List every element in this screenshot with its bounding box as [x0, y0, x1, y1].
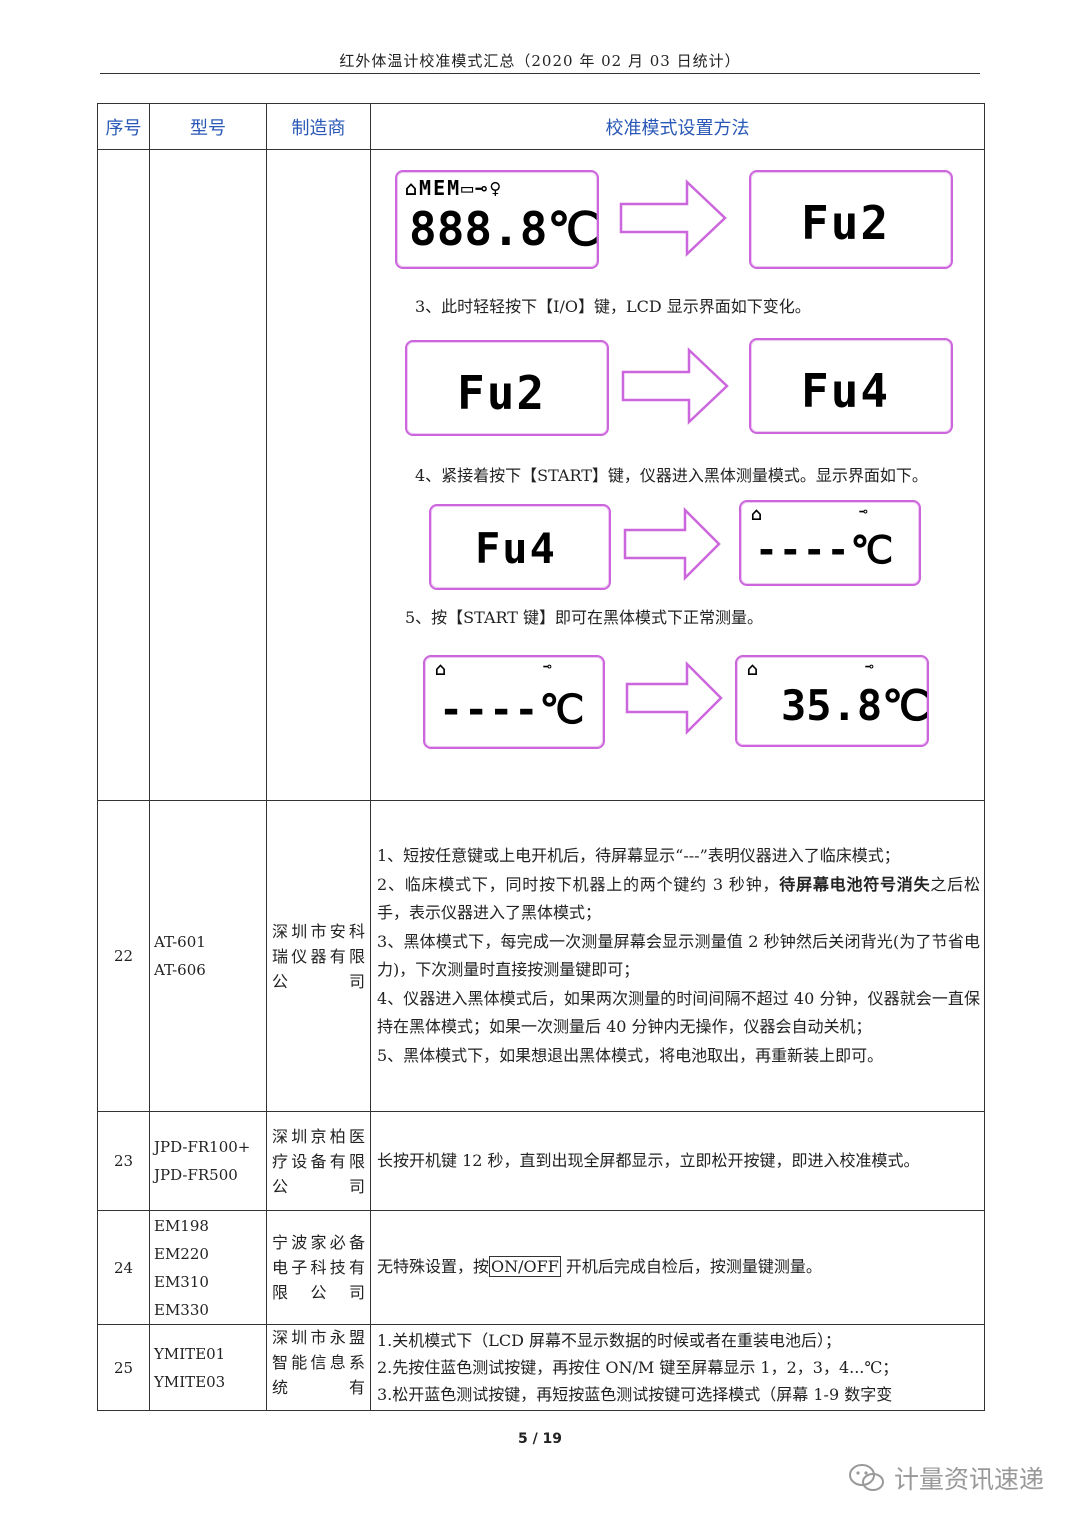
method-line: 4、仪器进入黑体模式后，如果两次测量的时间间隔不超过 40 分钟，仪器就会一直保… — [377, 988, 980, 1037]
method-line: 1、短按任意键或上电开机后，待屏幕显示“---”表明仪器进入了临床模式； — [377, 846, 900, 865]
model-name: AT-601 — [154, 933, 206, 951]
lcd-readout: Fu2 — [457, 366, 547, 420]
home-icon: ⌂ — [751, 504, 764, 525]
cell-model: AT-601 AT-606 — [149, 800, 267, 1112]
lcd-readout: Fu4 — [475, 524, 557, 573]
lcd-panel-fu4: Fu4 — [429, 504, 611, 590]
model-name: EM198 — [154, 1216, 209, 1235]
col-header-no: 序号 — [97, 103, 150, 150]
cell-method: 长按开机键 12 秒，直到出现全屏都显示，立即松开按键，即进入校准模式。 — [370, 1111, 985, 1211]
cell-maker: 深圳市安科瑞仪器有限公司 — [266, 800, 371, 1112]
home-icon: ⌂ — [747, 659, 760, 680]
cell-method: 1、短按任意键或上电开机后，待屏幕显示“---”表明仪器进入了临床模式； 2、临… — [370, 800, 985, 1112]
model-name: AT-606 — [154, 961, 206, 979]
page-header: 红外体温计校准模式汇总（2020 年 02 月 03 日统计） — [339, 52, 741, 70]
cell-no: 22 — [97, 800, 150, 1112]
col-header-method: 校准模式设置方法 — [370, 103, 985, 150]
arrow-right-icon — [623, 506, 721, 582]
lcd-panel-dashes: ⌂ ⊸ ----℃ — [739, 500, 921, 586]
method-text-bold: 待屏幕电池符号消失 — [779, 874, 931, 894]
table-header-row: 序号 型号 制造商 校准模式设置方法 — [97, 103, 985, 150]
table-row: 23 JPD-FR100+ JPD-FR500 深圳京柏医疗设备有限公司 长按开… — [97, 1111, 985, 1211]
cell-no: 25 — [97, 1324, 150, 1411]
col-header-model: 型号 — [149, 103, 267, 150]
lcd-panel-reading: ⌂ ⊸ 35.8℃ — [735, 655, 929, 747]
probe-icon: ⊸ — [543, 659, 554, 675]
cell-maker: 深圳京柏医疗设备有限公司 — [266, 1111, 371, 1211]
cell-method: 1.关机模式下（LCD 屏幕不显示数据的时候或者在重装电池后）； 2.先按住蓝色… — [370, 1324, 985, 1411]
probe-icon: ⊸ — [865, 659, 876, 675]
model-name: YMITE01 — [154, 1344, 226, 1363]
probe-icon: ⊸ — [859, 504, 870, 520]
cell-no: 24 — [97, 1210, 150, 1325]
lcd-panel-fu2: Fu2 — [749, 170, 953, 269]
wechat-icon — [848, 1464, 884, 1491]
lcd-readout: Fu4 — [801, 364, 891, 418]
table-row: 24 EM198 EM220 EM310 EM330 宁波家必备电子科技有限公司… — [97, 1210, 985, 1325]
table-row: ⌂MEM▭⊸♀ 888.8℃ Fu2 3、此时轻轻按下【I/O】键，LCD 显示… — [97, 149, 985, 801]
lcd-readout: 888.8℃ — [409, 202, 600, 256]
cell-model-empty — [149, 149, 267, 801]
method-line: 5、黑体模式下，如果想退出黑体模式，将电池取出，再重新装上即可。 — [377, 1045, 884, 1065]
step-4-text: 4、紧接着按下【START】键，仪器进入黑体测量模式。显示界面如下。 — [415, 466, 928, 485]
method-line: 1.关机模式下（LCD 屏幕不显示数据的时候或者在重装电池后）； — [377, 1331, 842, 1350]
col-header-maker: 制造商 — [266, 103, 371, 150]
lcd-readout: ----℃ — [439, 687, 586, 733]
table-row: 25 YMITE01 YMITE03 深圳市永盟智能信息系统有 1.关机模式下（… — [97, 1324, 985, 1411]
cell-maker: 深圳市永盟智能信息系统有 — [266, 1324, 371, 1411]
method-text: 之后松手，表示仪器进入了黑体模式； — [377, 874, 980, 923]
model-name: EM310 — [154, 1272, 209, 1291]
cell-maker-empty — [266, 149, 371, 801]
method-line: 2.先按住蓝色测试按键，再按住 ON/M 键至屏幕显示 1，2，3，4...℃； — [377, 1358, 899, 1377]
table-row: 22 AT-601 AT-606 深圳市安科瑞仪器有限公司 1、短按任意键或上电… — [97, 800, 985, 1112]
arrow-right-icon — [625, 660, 723, 736]
lcd-readout: ----℃ — [755, 528, 895, 572]
method-line: 3、黑体模式下，每完成一次测量屏幕会显示测量值 2 秒钟然后关闭背光(为了节省电… — [377, 931, 980, 980]
cell-no-empty — [97, 149, 150, 801]
step-5-text: 5、按【START 键】即可在黑体模式下正常测量。 — [405, 608, 764, 627]
header-rule — [100, 73, 980, 74]
home-icon: ⌂ — [435, 659, 448, 680]
lcd-readout: Fu2 — [801, 196, 891, 250]
lcd-illustration-cell: ⌂MEM▭⊸♀ 888.8℃ Fu2 3、此时轻轻按下【I/O】键，LCD 显示… — [370, 149, 985, 801]
lcd-panel-dashes: ⌂ ⊸ ----℃ — [423, 655, 605, 749]
method-text: 2、临床模式下，同时按下机器上的两个键约 3 秒钟， — [377, 874, 780, 894]
on-off-key-label: ON/OFF — [489, 1256, 561, 1278]
lcd-status-icons: ⌂MEM▭⊸♀ — [405, 176, 504, 200]
calibration-table: 序号 型号 制造商 校准模式设置方法 ⌂MEM▭⊸♀ 888.8℃ Fu2 3、… — [97, 103, 985, 1411]
model-name: EM220 — [154, 1244, 209, 1263]
page-number: 5 / 19 — [517, 1431, 563, 1447]
cell-no: 23 — [97, 1111, 150, 1211]
cell-maker: 宁波家必备电子科技有限公司 — [266, 1210, 371, 1325]
method-text: 无特殊设置，按 — [377, 1257, 490, 1277]
lcd-panel-fu4: Fu4 — [749, 338, 953, 434]
cell-model: YMITE01 YMITE03 — [149, 1324, 267, 1411]
watermark: 计量资讯速递 — [848, 1460, 1044, 1496]
lcd-panel-fu2: Fu2 — [405, 340, 609, 436]
lcd-panel-full: ⌂MEM▭⊸♀ 888.8℃ — [395, 170, 599, 269]
arrow-right-icon — [619, 179, 727, 257]
model-name: YMITE03 — [154, 1372, 226, 1391]
model-name: JPD-FR500 — [154, 1166, 238, 1184]
cell-model: EM198 EM220 EM310 EM330 — [149, 1210, 267, 1325]
watermark-text: 计量资讯速递 — [893, 1465, 1044, 1494]
method-line: 2、临床模式下，同时按下机器上的两个键约 3 秒钟，待屏幕电池符号消失之后松手，… — [377, 871, 980, 928]
step-3-text: 3、此时轻轻按下【I/O】键，LCD 显示界面如下变化。 — [415, 297, 811, 316]
model-name: JPD-FR100+ — [154, 1138, 251, 1156]
arrow-right-icon — [621, 347, 729, 425]
method-line: 3.松开蓝色测试按键，再短按蓝色测试按键可选择模式（屏幕 1-9 数字变 — [377, 1385, 893, 1404]
model-name: EM330 — [154, 1300, 209, 1319]
method-text: 开机后完成自检后，按测量键测量。 — [560, 1257, 822, 1277]
cell-model: JPD-FR100+ JPD-FR500 — [149, 1111, 267, 1211]
lcd-readout: 35.8℃ — [781, 681, 930, 730]
